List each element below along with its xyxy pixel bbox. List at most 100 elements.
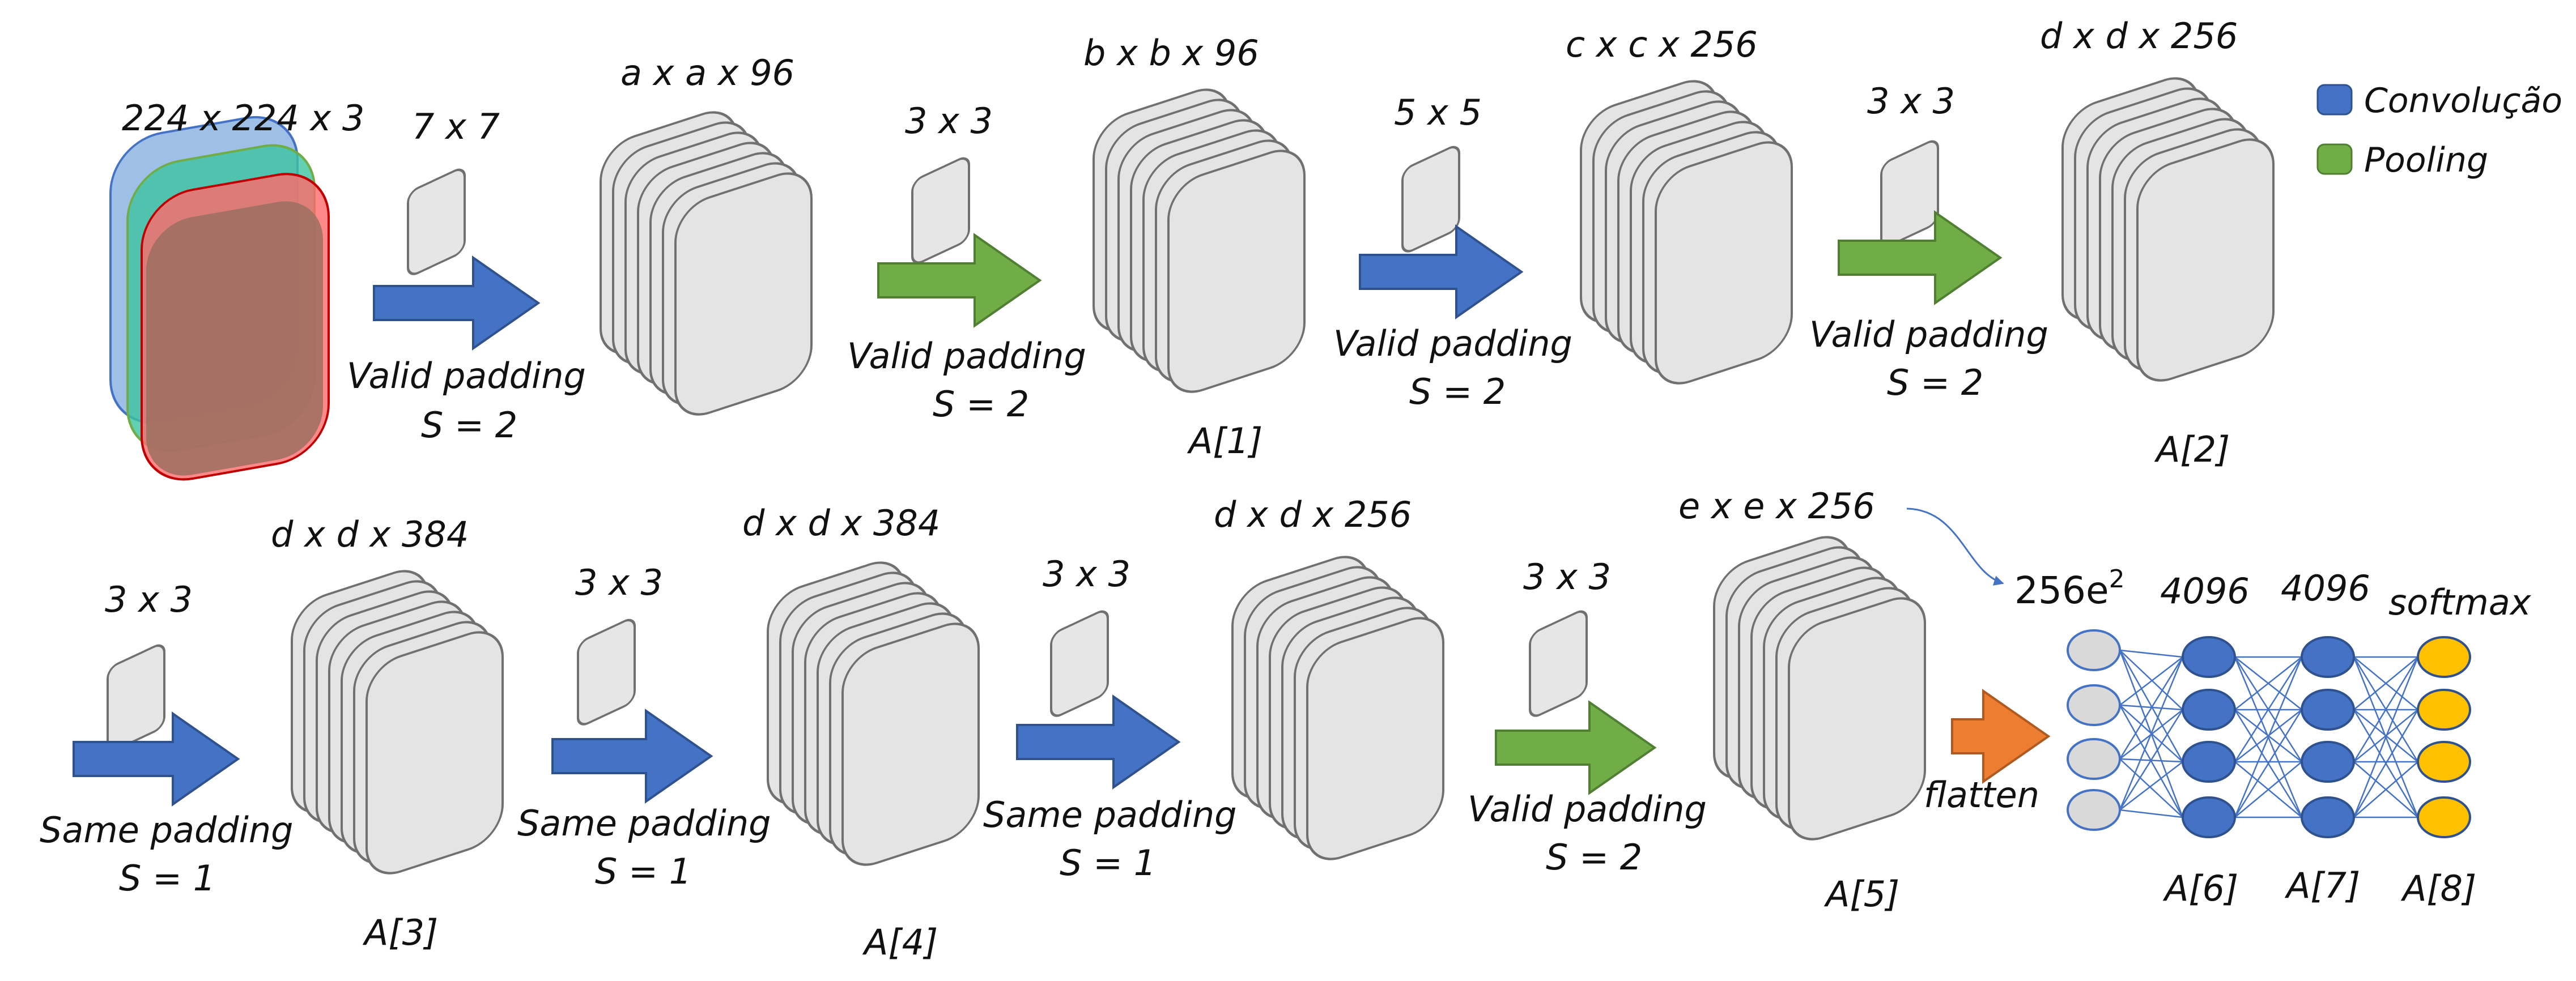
stride-label: S = 1 [595,851,691,892]
feature-map-sheet [365,631,504,875]
pooling-arrow [877,233,1042,328]
feature-map-sheet [1655,141,1793,385]
stride-label: S = 2 [1409,371,1506,412]
flatten-label: flatten [1924,774,2039,816]
neuron-node [2301,741,2355,783]
feature-map-dims-label: a x a x 96 [620,52,794,93]
stride-label: S = 2 [1546,837,1642,878]
neuron-node [2301,636,2355,678]
activation-label: A[1] [1187,420,1263,462]
conv-legend-swatch [2316,84,2353,116]
fc-connection [2353,761,2418,818]
neuron-node [2067,738,2121,780]
kernel-filter [1529,610,1588,717]
stride-label: S = 1 [119,858,215,899]
convolution-arrow [73,711,240,807]
fc-connection [2119,761,2183,811]
kernel-filter [107,644,165,751]
kernel-filter [1880,140,1939,247]
feature-map-sheet-face [1306,617,1444,860]
fc-connection [2119,705,2184,818]
fully-connected-network [2067,629,2471,838]
flatten-size-annotation-arrow [1906,507,2004,586]
stride-label: S = 2 [421,404,517,446]
fc-connection [2119,656,2184,760]
neuron-node [2417,741,2471,783]
activation-label: A[4] [862,922,938,963]
padding-label: Valid padding [347,355,586,396]
feature-map-stack [291,570,504,875]
feature-map-dims-label: d x d x 384 [742,502,940,544]
feature-map-dims-label: b x b x 96 [1083,32,1259,74]
feature-map-sheet [1306,617,1444,860]
pool-legend-label: Pooling [2364,140,2488,180]
feature-map-stack [1093,88,1306,393]
kernel-size-label: 3 x 3 [575,562,663,603]
feature-map-dims-label: d x d x 384 [271,514,469,555]
kernel-filter-face [1880,140,1939,247]
feature-map-sheet-face [2136,138,2275,382]
activation-label: A[3] [362,912,438,953]
feature-map-stack [767,561,980,866]
feature-map-sheet [841,622,980,866]
kernel-filter-face [407,168,466,275]
fc-connection [2353,656,2419,818]
kernel-filter [577,619,636,726]
feature-map-dims-label: d x d x 256 [2040,15,2238,57]
output-layer-label: softmax [2388,582,2532,623]
neuron-node [2182,689,2236,731]
feature-map-dims-label: c x c x 256 [1566,24,1758,65]
fc-connection [2119,758,2183,818]
kernel-filter [1401,146,1460,253]
fc-connection [2353,709,2419,818]
kernel-filter-face [1529,610,1588,717]
convolution-arrow [373,255,541,351]
kernel-filter-face [1401,146,1460,253]
neuron-node [2067,629,2121,671]
kernel-size-label: 3 x 3 [105,579,193,620]
convolution-arrow [551,709,713,804]
feature-map-stack [2061,77,2275,382]
activation-label: A[2] [2154,429,2230,470]
feature-map-sheet [2136,138,2275,382]
neuron-node [2417,689,2471,731]
feature-map-dims-label: e x e x 256 [1678,485,1875,527]
feature-map-sheet-face [1655,141,1793,385]
padding-label: Same padding [983,794,1237,835]
neuron-node [2067,684,2121,726]
fc-connection [2119,656,2184,811]
feature-map-stack [1713,536,1926,841]
kernel-size-label: 3 x 3 [1867,80,1955,122]
fc-connection [2234,761,2302,818]
kernel-filter [407,168,466,275]
kernel-filter-face [107,644,165,751]
feature-map-stack [600,111,813,416]
layer-size-label: 4096 [2281,568,2370,609]
activation-label: A[8] [2400,868,2476,909]
padding-label: Valid padding [1468,788,1707,830]
kernel-size-label: 3 x 3 [905,100,993,142]
neuron-node [2417,796,2471,838]
convolution-arrow [1016,694,1181,790]
neuron-node [2417,636,2471,678]
feature-map-stack [1231,556,1444,860]
pooling-arrow [1495,700,1657,795]
neuron-node [2067,789,2121,831]
activation-label: A[5] [1823,873,1899,915]
feature-map-sheet-face [1788,597,1926,841]
kernel-filter [1050,610,1109,717]
stride-label: S = 2 [933,383,1029,425]
convolution-arrow [1359,224,1524,319]
kernel-filter-face [911,157,970,264]
activation-label: A[6] [2162,868,2238,909]
fc-connection [2119,709,2184,811]
fc-connection [2119,809,2183,818]
overlap-region [146,201,323,476]
flattened-size-label: 256e2 [2014,565,2125,612]
layer-size-label: 4096 [2160,570,2250,612]
kernel-filter [911,157,970,264]
feature-map-sheet [674,172,813,416]
kernel-size-label: 3 x 3 [1523,556,1611,598]
feature-map-sheet-face [1167,150,1306,393]
